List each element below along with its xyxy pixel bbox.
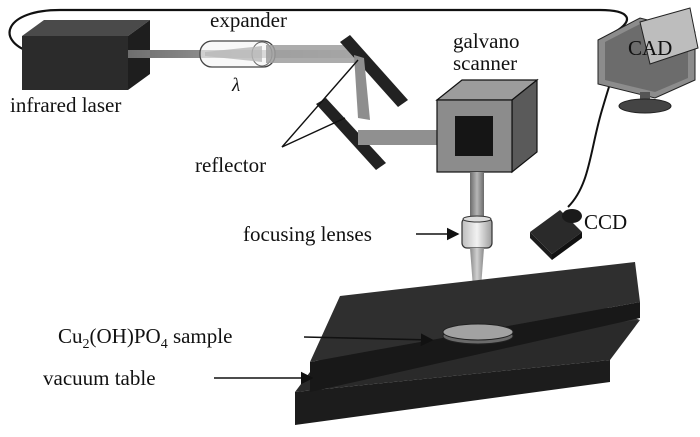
- label-reflector: reflector: [195, 153, 266, 177]
- label-galvano: galvano: [453, 29, 519, 53]
- vacuum-table-upper: [310, 262, 640, 392]
- reflector-lower: [316, 98, 386, 170]
- sample-arrow: [303, 333, 434, 347]
- cad-computer: [597, 7, 699, 114]
- beam-vertical: [470, 172, 484, 220]
- label-cad: CAD: [628, 36, 672, 60]
- ccd-camera: [530, 209, 582, 260]
- reflector-pointer-upper: [281, 59, 359, 148]
- label-ccd: CCD: [584, 210, 627, 234]
- control-cable: [8, 8, 628, 54]
- label-lambda: λ: [231, 75, 240, 96]
- label-vacuum-table: vacuum table: [43, 366, 156, 390]
- label-focusing-lenses: focusing lenses: [243, 222, 372, 246]
- infrared-laser-device: [22, 20, 150, 90]
- focusing-lens: [461, 215, 493, 249]
- reflector-upper: [340, 35, 408, 107]
- sample-disk: [442, 323, 514, 345]
- beam-to-scanner: [358, 130, 450, 145]
- beam-between-reflectors: [354, 55, 370, 120]
- beam-expander: [199, 40, 276, 68]
- label-infrared-laser: infrared laser: [10, 93, 121, 117]
- label-sample: Cu2(OH)PO4 sample: [58, 324, 232, 352]
- label-scanner: scanner: [453, 51, 517, 75]
- galvano-scanner: [435, 78, 539, 174]
- expanded-beam: [266, 45, 356, 63]
- label-expander: expander: [210, 8, 287, 32]
- reflector-pointer-lower: [281, 117, 346, 148]
